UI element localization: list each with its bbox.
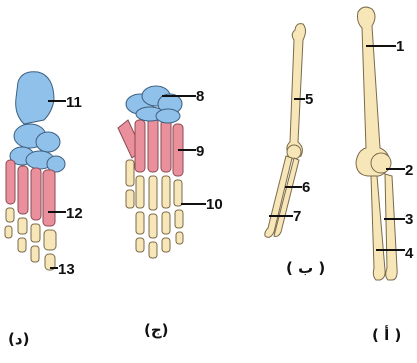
- label-13: 13: [58, 261, 75, 278]
- radius-bone: [371, 176, 385, 280]
- humerus-bone: [356, 7, 390, 176]
- caption-forelimb: ( ب ): [286, 259, 325, 277]
- figure-foot: 11 12 13 (د): [5, 72, 83, 348]
- caption-foot: (د): [8, 330, 29, 348]
- figure-forelimb: 5 6 7 ( ب ): [265, 24, 325, 277]
- label-8: 8: [196, 88, 204, 105]
- ulna-bone: [385, 174, 397, 280]
- upper-bone: [287, 24, 306, 158]
- label-4: 4: [405, 245, 414, 262]
- label-9: 9: [196, 143, 204, 160]
- label-2: 2: [405, 162, 413, 179]
- figure-hand: 8 9 10 (ج): [118, 86, 223, 339]
- carpals: [126, 86, 182, 123]
- caption-hand: (ج): [144, 321, 169, 339]
- label-11: 11: [66, 94, 82, 111]
- label-12: 12: [66, 205, 83, 222]
- figure-arm: 1 2 3 4 ( أ ): [356, 7, 414, 344]
- tarsals: [10, 72, 65, 172]
- caption-arm: ( أ ): [372, 325, 401, 344]
- label-3: 3: [405, 211, 413, 228]
- label-1: 1: [396, 38, 404, 55]
- label-5: 5: [305, 91, 313, 108]
- label-10: 10: [206, 196, 223, 213]
- label-7: 7: [293, 208, 301, 225]
- label-6: 6: [302, 179, 310, 196]
